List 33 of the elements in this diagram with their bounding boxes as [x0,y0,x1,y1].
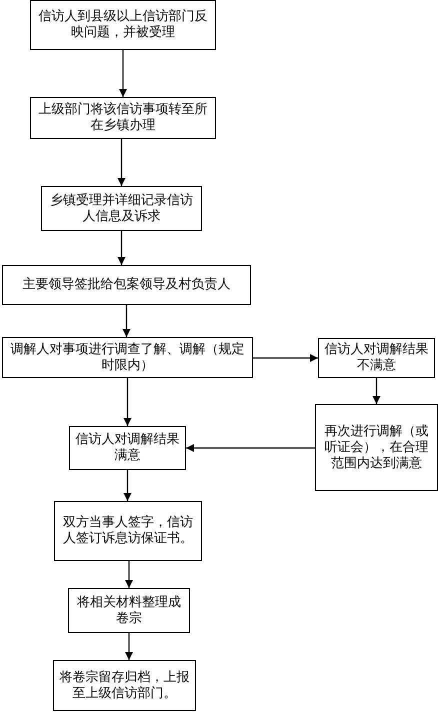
process-box [69,426,186,470]
process-box [30,97,216,139]
step-text: 上级部门将该信访事项转至所在乡镇办理 [38,102,208,134]
process-box [68,588,190,633]
process-box [318,338,435,378]
process-box [54,501,202,561]
process-box [41,186,202,231]
arrow [119,50,127,97]
step-text: 主要领导签批给包案领导及村负责人 [22,277,230,293]
arrow [186,444,315,452]
process-box [30,0,216,50]
process-box [315,404,438,491]
arrow [118,231,126,265]
arrow [125,633,133,660]
step-text: 将相关材料整理成卷宗 [76,594,182,626]
arrow [253,354,318,362]
arrow [118,139,126,186]
process-box [53,660,196,711]
arrow [124,378,132,426]
arrow [124,470,132,501]
step-text: 双方当事人签字，信访人签订诉息访保证书。 [62,515,194,547]
arrow [122,305,130,337]
process-box [2,337,253,378]
process-box [2,265,251,305]
step-text: 将卷宗留存归档，上报至上级信访部门。 [59,670,190,702]
step-text: 信访人到县级以上信访部门反映问题，并被受理 [38,9,208,41]
step-text: 再次进行调解（或听证会），在合理范围内达到满意 [324,424,430,472]
step-text: 信访人对调解结果满意 [75,432,180,464]
step-text: 调解人对事项进行调查了解、调解（规定时限内） [10,342,246,374]
step-text: 乡镇受理并详细记录信访人信息及诉求 [49,192,194,224]
arrow [125,561,133,588]
arrow [372,378,380,404]
step-text: 信访人对调解结果不满意 [324,342,429,374]
